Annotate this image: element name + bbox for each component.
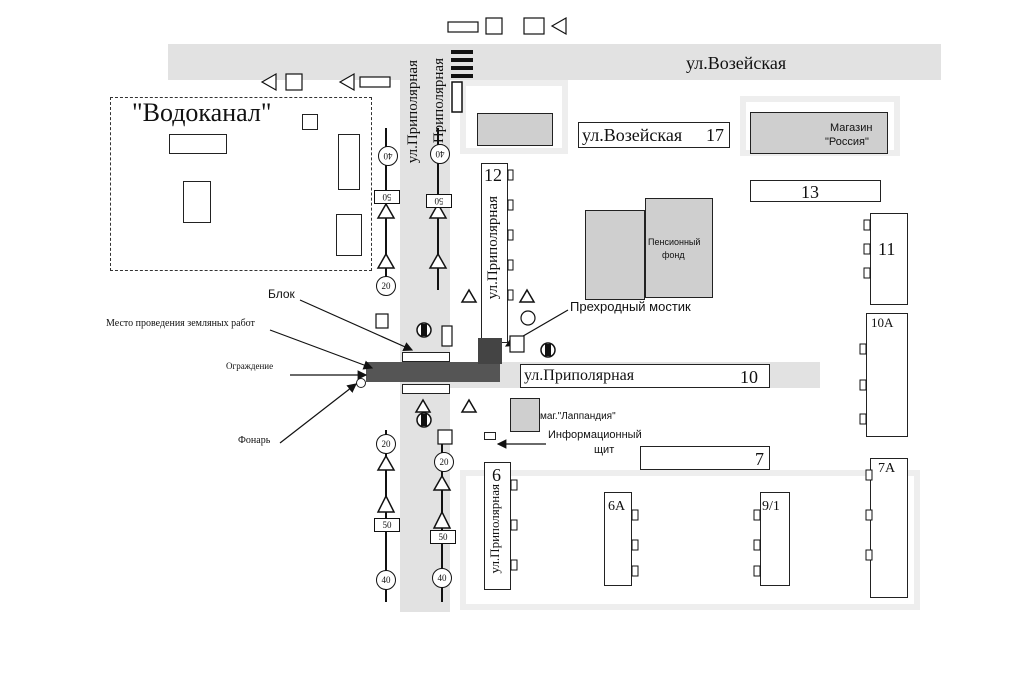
building-6a-number: 6А	[608, 499, 626, 514]
warning-signs	[376, 202, 536, 529]
building-10a-number: 10А	[871, 315, 894, 330]
shop-lapland-label: маг."Лаппандия"	[540, 411, 616, 422]
sign-row-top	[260, 16, 567, 92]
speed-sign-40-left-label: 40	[381, 575, 391, 585]
building-7a-number: 7А	[878, 461, 896, 476]
speed-sign-40-right-label: 40	[437, 573, 447, 583]
plate-50-upper-right: 50	[426, 194, 452, 208]
annotation-blok: Блок	[268, 287, 295, 301]
fence-bottom	[402, 384, 450, 394]
building-11	[870, 213, 908, 305]
speed-sign-40-upper-right: 40	[430, 144, 450, 164]
shop-rossiya	[750, 112, 888, 154]
crosswalk-north	[451, 50, 473, 78]
pension-label-1: Пенсионный	[648, 237, 701, 247]
building-9-1	[760, 492, 790, 586]
footbridge	[478, 338, 502, 364]
annotation-perehod: Прехродный мостик	[570, 299, 691, 314]
vodokanal-building-4	[336, 214, 362, 256]
building-6-number: 6	[492, 465, 501, 485]
building-10-number: 10	[740, 367, 758, 387]
plate-50-right: 50	[430, 530, 456, 544]
arrow-blok	[299, 299, 414, 351]
shop-rossiya-label-1: Магазин	[830, 122, 873, 134]
vodokanal-building-1	[169, 134, 227, 154]
building-13-number: 13	[801, 182, 819, 202]
speed-sign-40-upper-left-label: 40	[383, 151, 393, 161]
building-12-number: 12	[484, 165, 502, 185]
plate-50-left: 50	[374, 518, 400, 532]
plate-50-left-label: 50	[382, 520, 392, 530]
speed-sign-20-left: 20	[376, 434, 396, 454]
speed-sign-20-upper-label: 20	[381, 281, 391, 291]
building-17-street: ул.Возейская	[582, 125, 683, 145]
vodokanal-area	[110, 97, 372, 271]
building-north-grey	[477, 113, 553, 146]
building-10	[520, 364, 770, 388]
building-pension	[585, 210, 645, 300]
no-entry-signs	[416, 322, 556, 428]
building-11-number: 11	[878, 239, 896, 259]
annotation-info-2: щит	[594, 444, 615, 456]
annotation-ograzhdenie: Ограждение	[226, 361, 274, 371]
speed-sign-40-upper-right-label: 40	[435, 149, 445, 159]
shop-rossiya-label-2: "Россия"	[825, 136, 869, 148]
street-vozeyskaya-label: ул.Возейская	[686, 53, 787, 73]
building-10a	[866, 313, 908, 437]
fence-top	[402, 352, 450, 362]
vodokanal-building-3	[183, 181, 211, 223]
building-17	[578, 122, 730, 148]
arrow-mesto	[269, 329, 374, 370]
earthworks-zone	[366, 362, 500, 382]
annotation-info-1: Информационный	[548, 429, 642, 441]
speed-sign-20-right-label: 20	[439, 457, 449, 467]
arrow-fonar	[279, 383, 357, 444]
speed-sign-40-upper-left: 40	[378, 146, 398, 166]
building-7-number: 7	[755, 449, 764, 469]
yard-outline-north	[460, 80, 568, 154]
building-13	[750, 180, 881, 202]
speed-sign-40-left: 40	[376, 570, 396, 590]
speed-sign-40-right: 40	[432, 568, 452, 588]
speed-sign-20-left-label: 20	[381, 439, 391, 449]
building-12	[481, 163, 508, 343]
vodokanal-building-2	[338, 134, 360, 190]
shop-lapland	[510, 398, 540, 432]
vodokanal-small-box	[302, 114, 318, 130]
building-17-number: 17	[706, 125, 724, 145]
info-board	[484, 432, 496, 440]
building-pension-2	[645, 198, 713, 298]
building-7a	[870, 458, 908, 598]
plate-50-right-label: 50	[438, 532, 448, 542]
traffic-light-north	[451, 81, 463, 113]
building-10-street: ул.Приполярная	[524, 367, 635, 384]
building-6a	[604, 492, 632, 586]
annotation-mesto: Место проведения земляных работ	[106, 318, 255, 329]
building-7	[640, 446, 770, 470]
speed-sign-20-right: 20	[434, 452, 454, 472]
plate-50-upper-left: 50	[374, 190, 400, 204]
plate-50-upper-left-label: 50	[382, 192, 392, 202]
pension-label-2: фонд	[662, 250, 685, 260]
annotation-fonar: Фонарь	[238, 435, 271, 446]
building-9-1-number: 9/1	[762, 499, 780, 514]
plate-50-upper-right-label: 50	[434, 196, 444, 206]
speed-sign-20-upper: 20	[376, 276, 396, 296]
vodokanal-label: "Водоканал"	[132, 98, 272, 127]
yard-outline-south	[460, 470, 920, 610]
